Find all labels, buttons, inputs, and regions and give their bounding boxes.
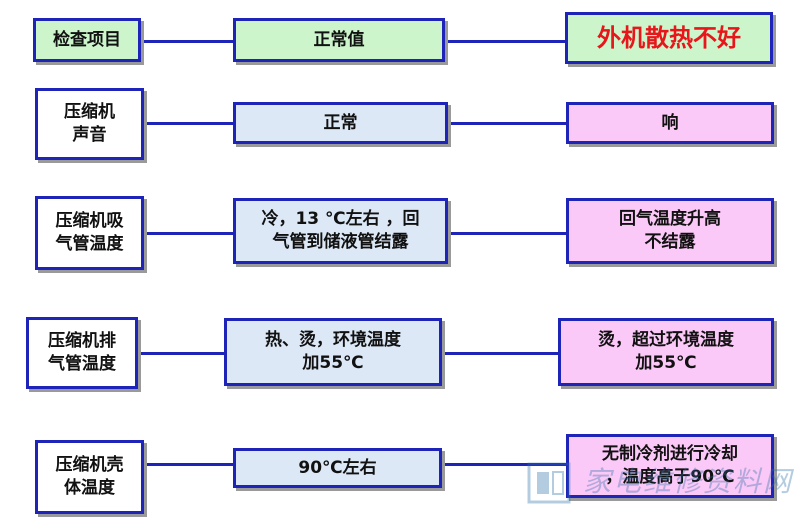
normal-value-box: 热、烫，环境温度 加55℃ [224, 318, 442, 386]
normal-value-text: 90℃左右 [298, 457, 377, 478]
normal-value-box: 冷，13 ℃左右 ，回 气管到储液管结露 [233, 198, 448, 264]
connector [136, 352, 226, 355]
connector [440, 352, 560, 355]
connector [142, 463, 235, 466]
header-normal-box: 正常值 [233, 18, 445, 62]
connector [443, 40, 567, 43]
fault-text: 无制冷剂进行冷却 ，温度高于90℃ [602, 444, 738, 487]
header-fault-box: 外机散热不好 [565, 12, 773, 64]
item-text: 压缩机排 气管温度 [48, 331, 116, 374]
header-normal-text: 正常值 [313, 29, 365, 50]
item-box: 压缩机 声音 [35, 88, 144, 160]
header-label-text: 检查项目 [53, 29, 121, 50]
connector [140, 40, 235, 43]
connector [446, 232, 568, 235]
normal-value-text: 冷，13 ℃左右 ，回 气管到储液管结露 [261, 209, 420, 252]
header-label-box: 检查项目 [33, 18, 141, 62]
normal-value-box: 正常 [233, 102, 448, 144]
fault-box: 回气温度升高 不结露 [566, 198, 774, 264]
item-box: 压缩机排 气管温度 [26, 317, 138, 389]
item-text: 压缩机壳 体温度 [55, 455, 124, 498]
item-box: 压缩机壳 体温度 [35, 440, 144, 514]
item-text: 压缩机吸 气管温度 [55, 211, 124, 254]
connector [142, 122, 235, 125]
fault-box: 响 [566, 102, 774, 144]
fault-text: 响 [661, 112, 679, 133]
header-fault-text: 外机散热不好 [597, 23, 741, 52]
connector [446, 122, 568, 125]
item-box: 压缩机吸 气管温度 [35, 196, 144, 270]
fault-box: 无制冷剂进行冷却 ，温度高于90℃ [566, 434, 774, 498]
normal-value-box: 90℃左右 [233, 448, 442, 488]
fault-box: 烫，超过环境温度 加55℃ [558, 318, 774, 386]
normal-value-text: 正常 [323, 112, 358, 133]
fault-text: 烫，超过环境温度 加55℃ [598, 330, 734, 373]
connector [440, 463, 568, 466]
item-text: 压缩机 声音 [64, 102, 115, 145]
normal-value-text: 热、烫，环境温度 加55℃ [265, 330, 401, 373]
fault-text: 回气温度升高 不结露 [619, 209, 721, 252]
connector [142, 232, 235, 235]
